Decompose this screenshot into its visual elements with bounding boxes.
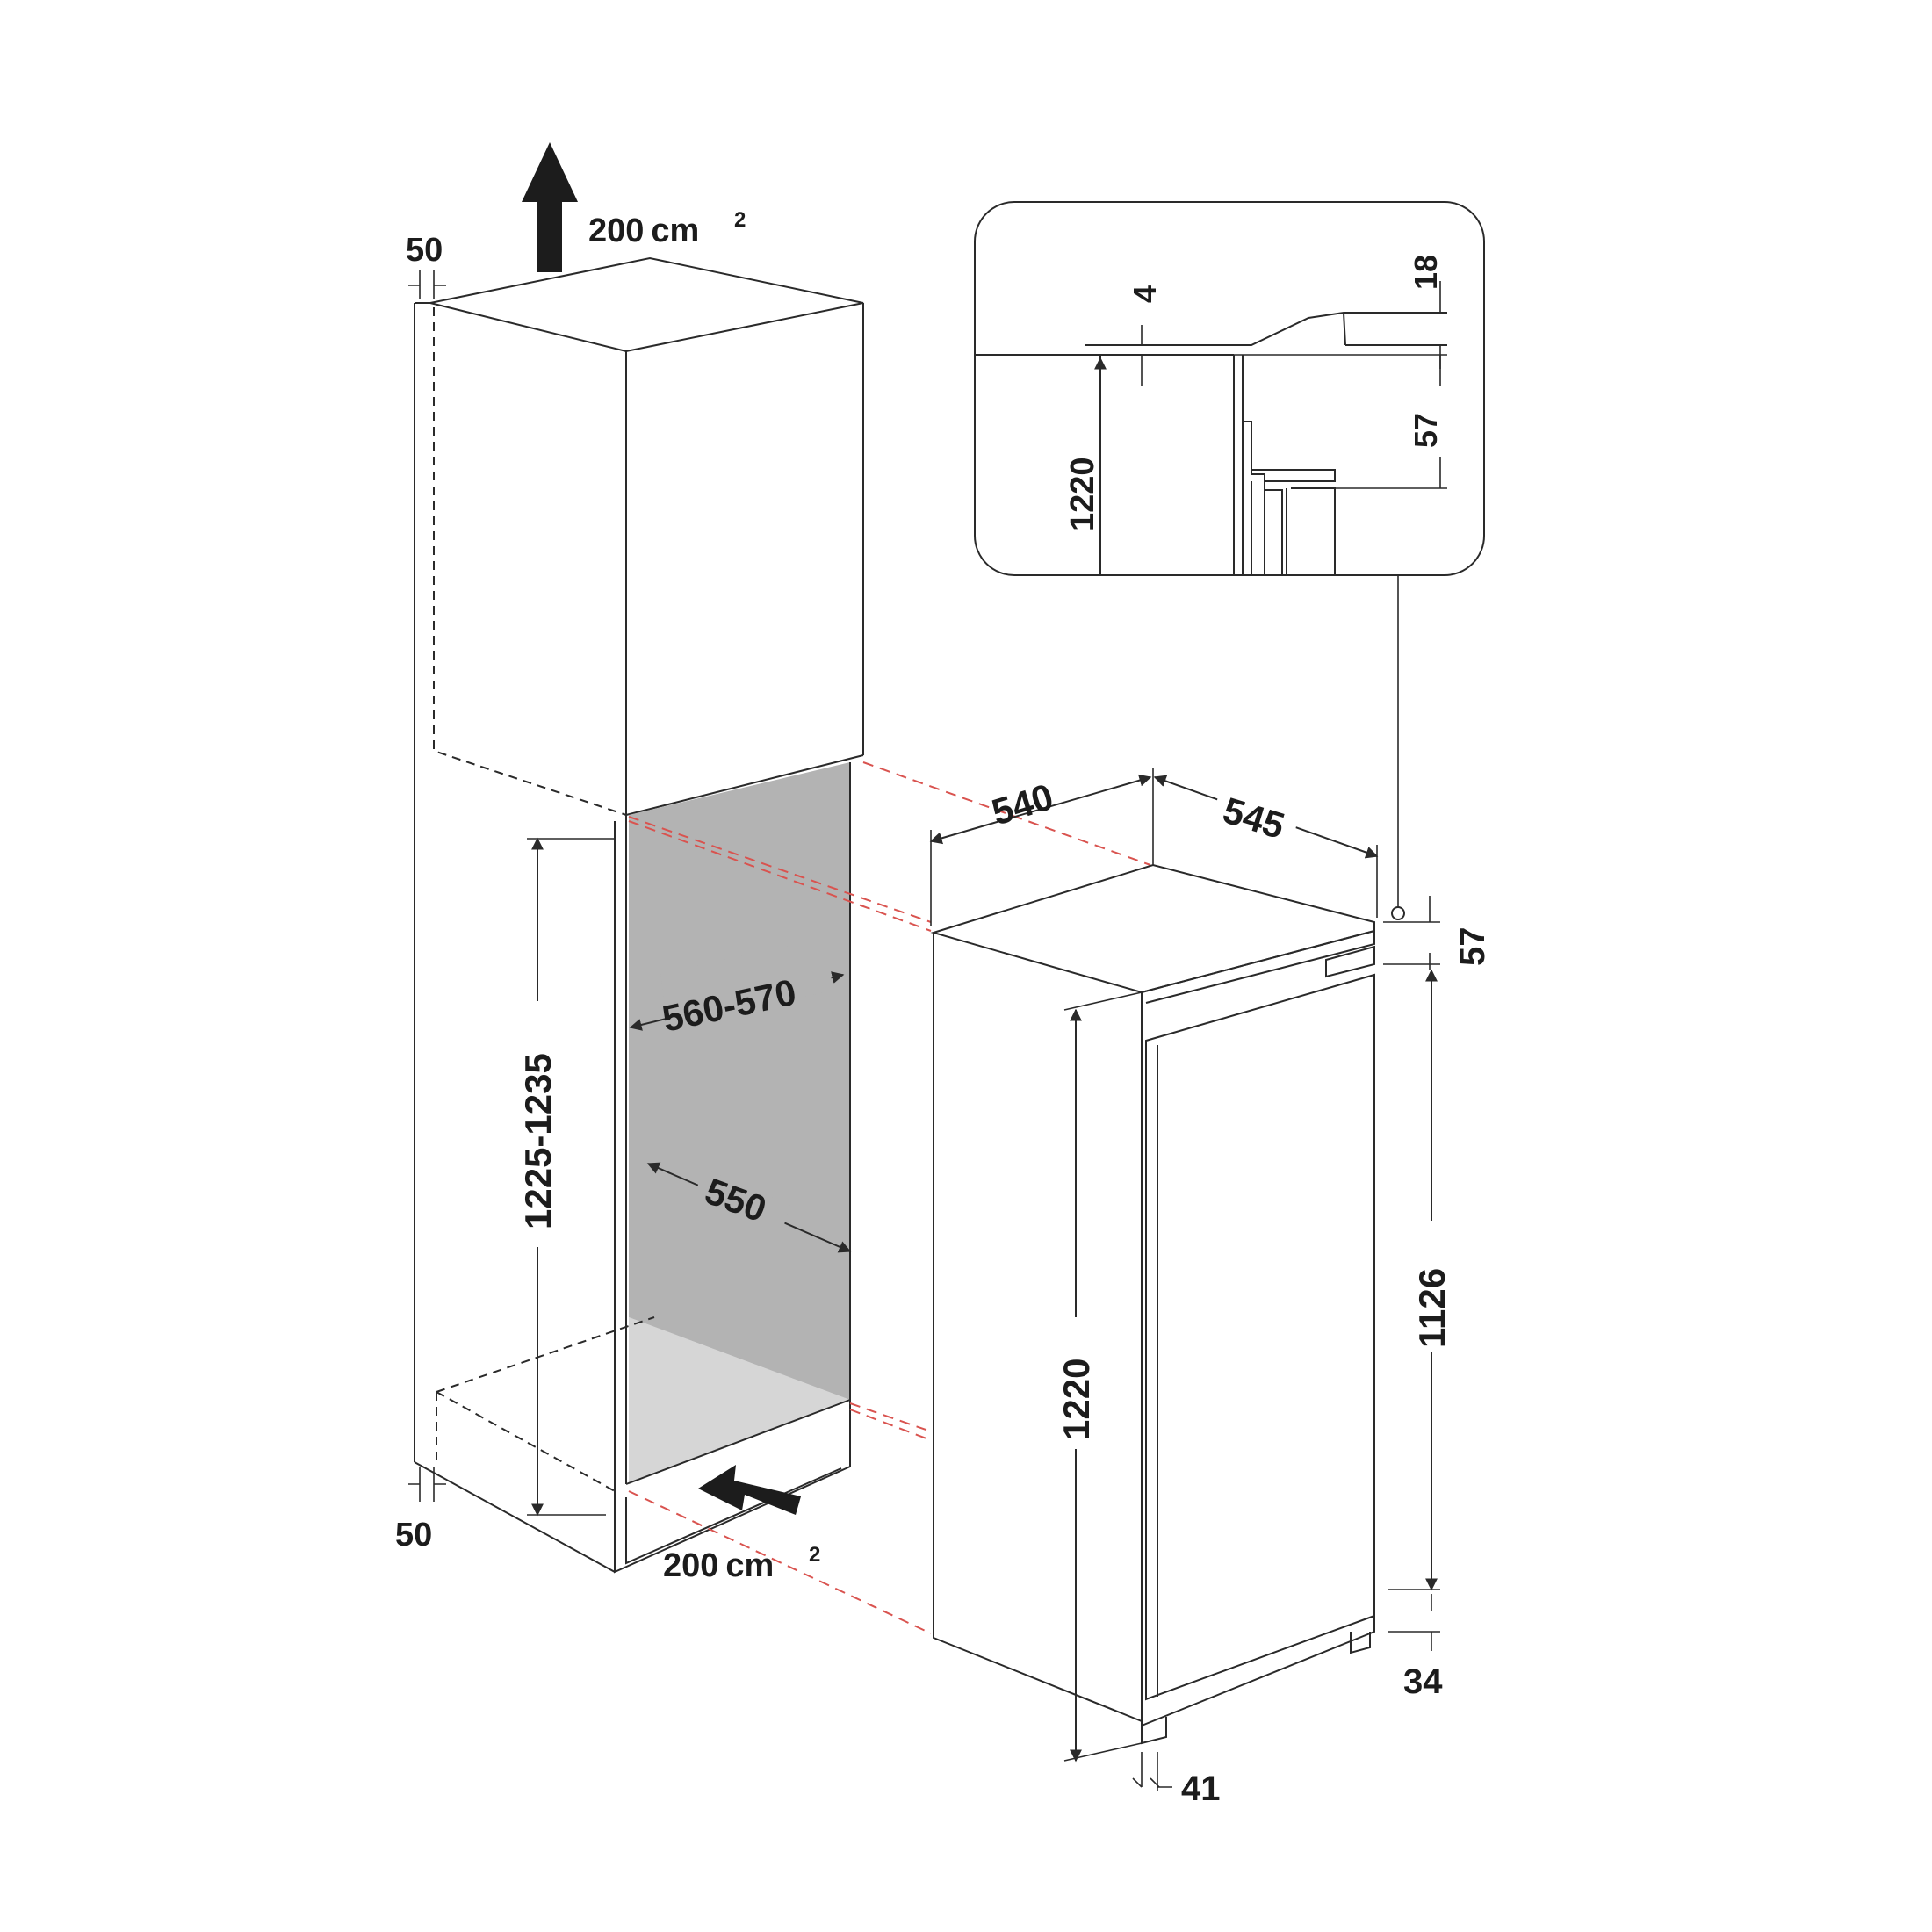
gap-top-dimension [408,270,446,299]
detail-trim [1190,311,1346,346]
top-trim [1141,929,1375,1004]
foot-offset-label: 41 [1181,1770,1221,1808]
door-bottom-gap-dimension [1388,1594,1440,1651]
gap-bottom-label: 50 [395,1517,432,1554]
door-height-dimension [1388,969,1456,1591]
vent-arrow-in [698,1465,801,1515]
detail-top-label: 18 [1408,255,1444,290]
arrow-up-icon [522,142,578,272]
vent-top-sup: 2 [734,208,746,232]
niche-width-dimension [629,938,845,1031]
appliance-depth-label: 545 [1218,789,1289,847]
arrow-in-icon [698,1465,801,1515]
appliance-depth-dimension [1153,775,1379,918]
door-top-gap-label: 57 [1453,927,1492,967]
detail-mid-label: 57 [1408,413,1444,448]
door-top-gap-dimension [1383,575,1440,970]
detail-inset [974,201,1485,576]
vent-arrow-up [522,142,578,272]
appliance-height-dimension [1054,991,1143,1763]
appliance-height-label: 1220 [1056,1359,1097,1440]
gap-bottom-dimension [408,1467,446,1502]
niche-height-dimension [514,837,615,1517]
base-hidden-edges [436,1316,655,1492]
niche-height-label: 1225-1235 [517,1053,559,1229]
vent-bottom-sup: 2 [809,1543,820,1567]
foot-offset-dimension [1132,1752,1172,1791]
detail-frame [974,201,1485,576]
detail-gap-label: 4 [1127,285,1163,303]
cabinet [414,256,864,1574]
appliance-left-side [933,933,1143,1722]
plinth [614,1400,851,1574]
niche-depth-dimension [646,1162,852,1253]
appliance [930,863,1375,1745]
foot-right [1350,1632,1371,1654]
niche-back-wall [629,762,850,1484]
appliance-door [1145,973,1375,1701]
appliance-width-dimension [929,748,1154,926]
cabinet-hidden-edge [433,307,627,816]
projection-lines [628,761,1151,1634]
door-bottom-gap-label: 34 [1403,1662,1443,1701]
detail-height-label: 1220 [1064,457,1101,531]
door-height-label: 1126 [1411,1268,1453,1348]
appliance-top-face [930,863,1375,994]
gap-top-label: 50 [406,232,443,269]
foot-left [1141,1717,1167,1745]
cabinet-top-face [429,256,864,353]
